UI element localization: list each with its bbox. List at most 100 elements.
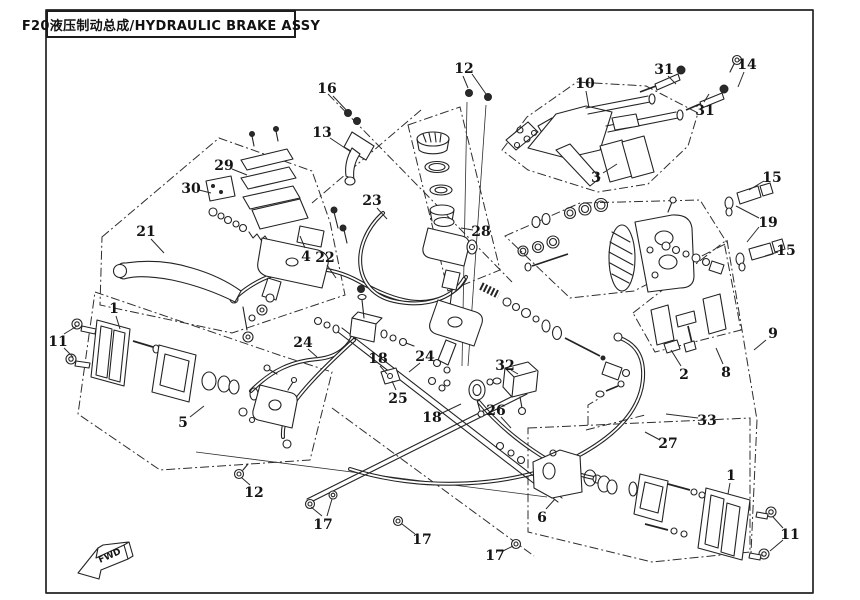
- callout-leader-6: [545, 498, 556, 510]
- callout-leader-17: [326, 498, 333, 517]
- callout-3[interactable]: 3: [591, 170, 601, 186]
- callout-5[interactable]: 5: [178, 415, 188, 431]
- callout-leader-9: [753, 339, 767, 351]
- callout-17[interactable]: 17: [313, 517, 332, 533]
- callout-17[interactable]: 17: [485, 548, 504, 564]
- callout-leader-5: [189, 405, 205, 418]
- diagram-title-block: F20液压制动总成/HYDRAULIC BRAKE ASSY: [22, 10, 320, 38]
- callout-17[interactable]: 17: [412, 532, 431, 548]
- callout-leader-11: [63, 347, 74, 358]
- slide-pins-group: [724, 182, 786, 272]
- callout-leader-17: [310, 506, 323, 517]
- callout-21[interactable]: 21: [136, 224, 155, 240]
- callout-31[interactable]: 31: [654, 62, 673, 78]
- callout-leader-27: [644, 431, 661, 441]
- callout-leader-21: [150, 238, 165, 254]
- caliper-seal-kit: [517, 196, 725, 293]
- callout-27[interactable]: 27: [658, 436, 677, 452]
- callout-leader-11: [769, 539, 784, 552]
- callout-leader-19: [735, 205, 760, 219]
- callout-33[interactable]: 33: [697, 413, 716, 429]
- callout-11[interactable]: 11: [780, 527, 799, 543]
- callout-9[interactable]: 9: [768, 326, 778, 342]
- callout-18[interactable]: 18: [422, 410, 441, 426]
- callout-leader-10: [585, 90, 590, 109]
- callout-leader-16: [332, 95, 351, 115]
- callout-leader-31: [703, 93, 710, 103]
- callout-leader-19: [746, 226, 760, 243]
- callout-leader-1: [115, 315, 121, 330]
- callout-leader-32: [510, 369, 519, 375]
- callout-leader-12: [241, 477, 251, 486]
- callout-23[interactable]: 23: [362, 193, 381, 209]
- callout-30[interactable]: 30: [181, 181, 201, 197]
- callout-leader-12: [471, 73, 487, 95]
- callout-26[interactable]: 26: [486, 403, 505, 419]
- callout-4[interactable]: 4: [301, 249, 311, 265]
- callout-leader-3: [602, 163, 618, 174]
- callout-leader-11: [772, 516, 784, 529]
- callout-leader-18: [379, 365, 388, 375]
- callout-2[interactable]: 2: [679, 367, 689, 383]
- callout-leader-13: [329, 137, 352, 153]
- callout-29[interactable]: 29: [214, 158, 233, 174]
- group-enclosures: [77, 81, 751, 563]
- callout-leader-24: [408, 362, 421, 373]
- rear-reservoir-assembly: [416, 131, 478, 314]
- callout-leader-28: [460, 227, 474, 231]
- brake-pads-group: [650, 293, 727, 354]
- callout-1[interactable]: 1: [109, 301, 119, 317]
- callout-15[interactable]: 15: [776, 243, 795, 259]
- callout-24[interactable]: 24: [293, 335, 313, 351]
- callout-leader-33: [665, 413, 699, 419]
- callout-leader-17: [502, 545, 514, 552]
- callout-32[interactable]: 32: [495, 358, 514, 374]
- callout-leader-1: [727, 482, 731, 495]
- callout-1[interactable]: 1: [726, 468, 736, 484]
- callout-leader-15: [764, 251, 779, 257]
- callout-6[interactable]: 6: [537, 510, 547, 526]
- callout-leader-25: [391, 380, 397, 391]
- callout-leader-2: [670, 349, 682, 367]
- callout-leader-30: [198, 189, 212, 194]
- left-caliper-assembly: [65, 318, 298, 429]
- right-caliper-assembly: [532, 449, 777, 561]
- callout-leader-8: [715, 347, 724, 365]
- callout-8[interactable]: 8: [721, 365, 731, 381]
- callout-19[interactable]: 19: [758, 215, 777, 231]
- callout-leader-12: [462, 75, 469, 89]
- diagram-title: F20液压制动总成/HYDRAULIC BRAKE ASSY: [21, 18, 321, 34]
- callout-12[interactable]: 12: [454, 61, 473, 77]
- callout-22[interactable]: 22: [315, 250, 334, 266]
- callout-10[interactable]: 10: [575, 76, 595, 92]
- front-master-cylinder-assembly: [112, 126, 348, 343]
- handlebar-clamp-assembly: [343, 109, 375, 186]
- callout-12[interactable]: 12: [244, 485, 263, 501]
- upper-caliper-assembly: [505, 54, 743, 187]
- callout-leader-26: [500, 416, 512, 429]
- callout-28[interactable]: 28: [471, 224, 490, 240]
- callout-leader-23: [376, 207, 388, 220]
- callout-leader-14: [737, 71, 745, 88]
- callout-11[interactable]: 11: [48, 334, 67, 350]
- callout-15[interactable]: 15: [762, 170, 781, 186]
- callout-leader-18: [439, 403, 462, 415]
- callout-leader-29: [231, 168, 248, 176]
- callout-31[interactable]: 31: [695, 103, 714, 119]
- callout-18[interactable]: 18: [368, 351, 387, 367]
- callout-25[interactable]: 25: [388, 391, 407, 407]
- callout-leader-31: [667, 75, 677, 85]
- callout-24[interactable]: 24: [415, 349, 435, 365]
- callout-14[interactable]: 14: [737, 57, 757, 73]
- callout-leader-11: [63, 325, 78, 335]
- rear-master-cylinder-assembly: [429, 282, 631, 387]
- callout-leader-24: [307, 348, 318, 358]
- callout-leader-15: [748, 180, 765, 191]
- callout-16[interactable]: 16: [317, 81, 336, 97]
- callout-13[interactable]: 13: [312, 125, 331, 141]
- fwd-direction-arrow: FWD: [77, 541, 134, 580]
- drawing-frame: [45, 9, 814, 594]
